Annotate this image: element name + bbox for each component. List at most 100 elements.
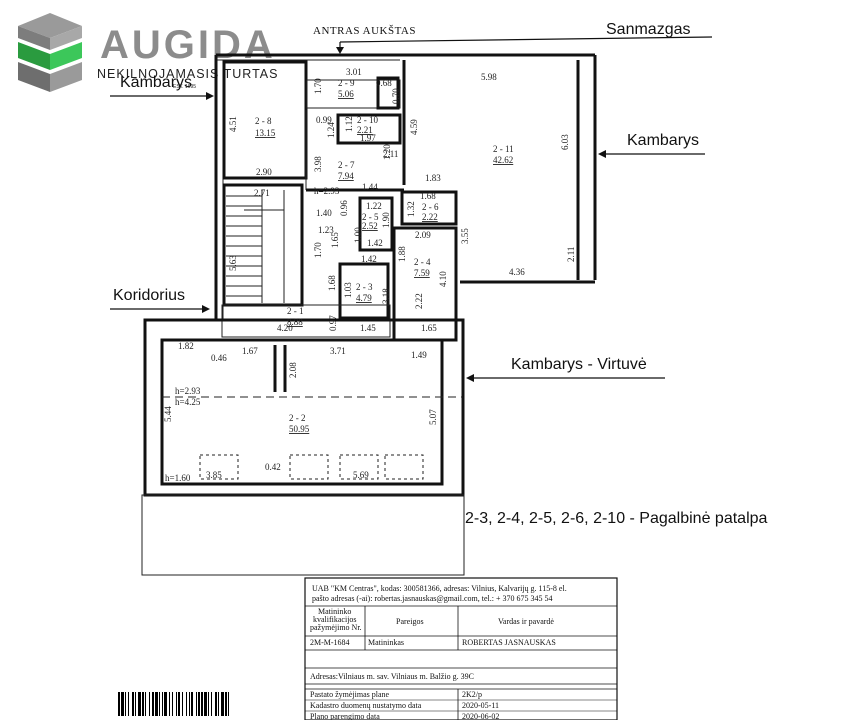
- koridorius-arrowhead: [202, 305, 210, 313]
- dim-149: 1.49: [411, 350, 427, 360]
- dim-070: 0.70: [391, 88, 401, 104]
- dim-563: 5.63: [228, 255, 238, 271]
- dim-140: 1.40: [316, 208, 332, 218]
- annotations: Sanmazgas Kambarys Kambarys Koridorius K…: [110, 21, 768, 527]
- company-line2: pašto adresas (-ai): robertas.jasnauskas…: [312, 594, 553, 603]
- header-qual-3: pažymėjimo Nr.: [310, 623, 362, 632]
- room-2-1-id: 2 - 1: [287, 306, 304, 316]
- dim-355: 3.55: [460, 228, 470, 244]
- room-2-6-area: 2.22: [422, 212, 438, 222]
- h-293a: h=2.93: [314, 186, 340, 196]
- header-position: Pareigos: [396, 617, 424, 626]
- barcode-bar: [169, 692, 170, 716]
- barcode-bar: [189, 692, 190, 716]
- dim-371: 3.71: [330, 346, 346, 356]
- barcode-bar: [221, 692, 224, 716]
- row-value-1: 2020-05-11: [462, 701, 499, 710]
- company-line1: UAB "KM Centras", kodas: 300581366, adre…: [312, 584, 567, 593]
- walls: [141, 53, 597, 576]
- dim-569: 5.69: [353, 470, 369, 480]
- window-2: [289, 454, 329, 480]
- dim-142b: 1.42: [361, 254, 377, 264]
- row-qual: 2M-M-1684: [310, 638, 350, 647]
- barcode-bar: [162, 692, 163, 716]
- logo-gray-left: [18, 26, 50, 50]
- room-2-2-id: 2 - 2: [289, 413, 306, 423]
- room-2-11-id: 2 - 11: [493, 144, 514, 154]
- dim-122: 1.22: [366, 201, 382, 211]
- barcode-bar: [182, 692, 183, 716]
- room-2-3-outline: [338, 262, 390, 320]
- barcode-bar: [204, 692, 207, 716]
- kambarys-virtuve-arrowhead: [466, 374, 474, 382]
- header-name: Vardas ir pavardė: [498, 617, 554, 626]
- barcode-bar: [215, 692, 217, 716]
- logo-tagline: NEKILNOJAMASIS TURTAS: [97, 67, 278, 81]
- room-2-8-area: 13.15: [255, 128, 276, 138]
- dim-168a: 1.68: [420, 191, 436, 201]
- row-value-2: 2020-06-02: [462, 712, 499, 720]
- dim-451: 4.51: [228, 116, 238, 132]
- dim-420: 4.20: [277, 323, 293, 333]
- logo-gray-right: [50, 26, 82, 50]
- room-2-5-id: 2 - 5: [362, 212, 379, 222]
- info-table: UAB "KM Centras", kodas: 300581366, adre…: [304, 577, 618, 720]
- dim-208: 2.08: [288, 362, 298, 378]
- window-3: [339, 454, 379, 480]
- barcode-bar: [198, 692, 200, 716]
- barcode-bar: [121, 692, 124, 716]
- room-2-8-id: 2 - 8: [255, 116, 272, 126]
- kambarys-left-arrowhead: [206, 92, 214, 100]
- dim-068: 0.68: [376, 78, 392, 88]
- dim-211b: 2.11: [566, 247, 576, 262]
- stairs-steps: [226, 190, 285, 303]
- dim-398: 3.98: [313, 156, 323, 172]
- barcode-bar: [142, 692, 144, 716]
- dim-603: 6.03: [560, 134, 570, 150]
- dim-318: 3.18: [381, 288, 391, 304]
- dim-598: 5.98: [481, 72, 497, 82]
- room-2-10-outline: [336, 113, 402, 145]
- dim-209: 2.09: [415, 230, 431, 240]
- h-293b: h=2.93: [175, 386, 201, 396]
- barcode-bar: [191, 692, 193, 716]
- dim-436: 4.36: [509, 267, 525, 277]
- sanmazgas-line: [339, 36, 713, 43]
- room-2-6-outline: [400, 190, 458, 226]
- dim-144: 1.44: [362, 182, 378, 192]
- room-2-9-area: 5.06: [338, 89, 354, 99]
- room-2-7-id: 2 - 7: [338, 160, 355, 170]
- annotation-pagalbine: 2-3, 2-4, 2-5, 2-6, 2-10 - Pagalbinė pat…: [465, 510, 768, 527]
- dim-142a: 1.42: [367, 238, 383, 248]
- kambarys-right-arrowhead: [598, 150, 606, 158]
- row-name: ROBERTAS JASNAUSKAS: [462, 638, 556, 647]
- row-label-2: Plano parengimo data: [310, 712, 380, 720]
- barcode-bar: [125, 692, 126, 716]
- dim-103: 1.03: [343, 282, 353, 298]
- barcode-bar: [155, 692, 158, 716]
- annotation-kambarys-virtuve: Kambarys - Virtuvė: [511, 356, 647, 373]
- room-2-10-id: 2 - 10: [357, 115, 378, 125]
- room-2-1-area: 8.88: [287, 317, 303, 327]
- room-2-7-area: 7.94: [338, 171, 354, 181]
- barcode-bar: [164, 692, 167, 716]
- barcode-bar: [211, 692, 212, 716]
- barcode-bar: [172, 692, 173, 716]
- barcode-bar: [118, 692, 120, 716]
- dimension-labels: 3.01 0.68 0.70 1.70 4.51 2.90 0.99 1.12 …: [163, 67, 576, 483]
- room-2-5-area: 2.52: [362, 221, 378, 231]
- room-2-9-id: 2 - 9: [338, 78, 355, 88]
- barcode-bar: [138, 692, 141, 716]
- barcode-bar: [208, 692, 209, 716]
- barcode-bar: [176, 692, 177, 716]
- room-2-11-area: 42.62: [493, 155, 513, 165]
- room-2-10-area: 2.21: [357, 125, 373, 135]
- dim-124: 1.24: [326, 122, 336, 138]
- dim-385: 3.85: [206, 470, 222, 480]
- barcode-bar: [225, 692, 227, 716]
- barcode-bar: [145, 692, 146, 716]
- barcode-bar: [132, 692, 134, 716]
- room-2-3-area: 4.79: [356, 293, 372, 303]
- dim-459: 4.59: [409, 119, 419, 135]
- dim-120: 1.20: [382, 144, 392, 160]
